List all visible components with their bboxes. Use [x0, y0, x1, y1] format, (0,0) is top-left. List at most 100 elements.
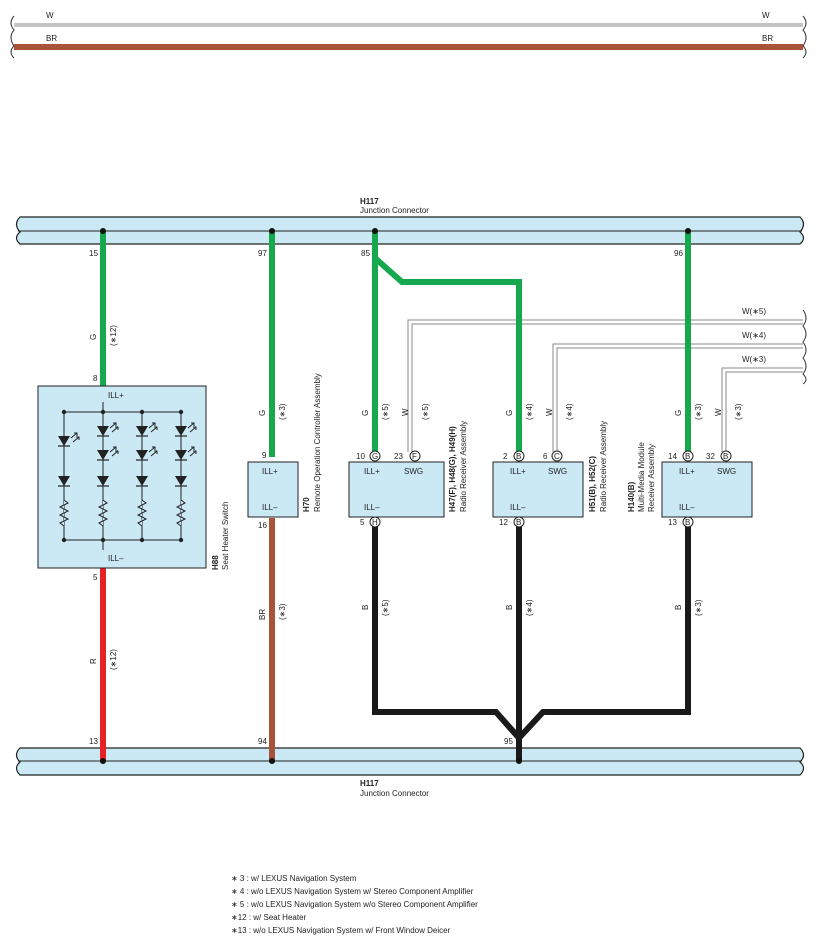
led-col-1-led-arrow-a: [70, 432, 78, 439]
radio-fgh-name: Radio Receiver Assembly: [459, 421, 468, 512]
led-col-4-led-2-arrow-b: [189, 450, 197, 457]
remote-ill-plus: ILL+: [262, 467, 278, 476]
seat-heater-name: Seat Heater Switch: [221, 502, 230, 570]
remote-name: Remote Operation Controller Assembly: [313, 373, 322, 512]
note-4: ∗ 4 : w/o LEXUS Navigation System w/ Ste…: [231, 887, 474, 896]
seat-heater-ill-plus: ILL+: [108, 391, 124, 400]
multimedia-name-2: Receiver Assembly: [647, 444, 656, 512]
led-col-3-led-1-body: [136, 426, 148, 436]
jc-pin-94: 94: [258, 737, 267, 746]
led-col-1-led-arrow-b: [72, 436, 80, 443]
led-col-1-led-body: [58, 436, 70, 446]
wire-note-g-radio-fgh: (∗5): [381, 403, 390, 420]
wire-note-r-13: (∗12): [109, 649, 118, 670]
wire-labels: G (∗12) R (∗12) G (∗3) BR (∗3) G (∗5) W …: [89, 325, 743, 670]
led-col-4-led-2-arrow-a: [187, 446, 195, 453]
led-col-2-led-2-arrow-a: [109, 446, 117, 453]
seat-heater-switch: 8 ILL+ ILL– 5 H88 Seat Heater Switch: [37, 374, 230, 582]
top-white-wire-label-right: W: [762, 11, 770, 20]
junction-top-id: H117: [360, 197, 379, 206]
remote-pin-9: 9: [262, 451, 267, 460]
radio-fgh-pin-23: 23: [394, 452, 403, 461]
wire-label-w-radio-bc: W: [545, 408, 554, 416]
wire-note-w-multimedia: (∗3): [734, 403, 743, 420]
remote-id: H70: [302, 497, 311, 512]
led-col-2-diode-body: [97, 476, 109, 486]
radio-receiver-fgh: 10 G 23 F ILL+ SWG ILL– 5 H H47(F), H48(…: [348, 421, 468, 528]
jc-pin-85: 85: [361, 249, 370, 258]
led-col-3-led-1-arrow-a: [148, 422, 156, 429]
radio-fgh-conn-h: H: [372, 518, 378, 527]
footnotes: ∗ 3 : w/ LEXUS Navigation System ∗ 4 : w…: [231, 874, 478, 935]
wire-note-g-radio-bc: (∗4): [525, 403, 534, 420]
led-col-4-diode-body: [175, 476, 187, 486]
wire-note-b-radio-bc: (∗4): [525, 599, 534, 616]
remote-ill-minus: ILL–: [262, 503, 278, 512]
radio-bc-pin-2: 2: [503, 452, 508, 461]
wire-note-w-radio-bc: (∗4): [565, 403, 574, 420]
note-5: ∗ 5 : w/o LEXUS Navigation System w/o St…: [231, 900, 478, 909]
radio-fgh-pin-10: 10: [356, 452, 365, 461]
led-col-3-led-2-body: [136, 450, 148, 460]
note-3: ∗ 3 : w/ LEXUS Navigation System: [231, 874, 357, 883]
radio-bc-conn-b2: B: [516, 518, 521, 527]
wire-note-b-multimedia: (∗3): [694, 599, 703, 616]
note-13: ∗13 : w/o LEXUS Navigation System w/ Fro…: [231, 926, 451, 935]
junction-bottom-name: Junction Connector: [360, 789, 429, 798]
radio-bc-swg: SWG: [548, 467, 567, 476]
seat-heater-pin-8: 8: [93, 374, 98, 383]
seat-heater-pin-5: 5: [93, 573, 98, 582]
wire-note-g-15: (∗12): [109, 325, 118, 346]
multimedia-pin-14: 14: [668, 452, 677, 461]
radio-bc-pin-12: 12: [499, 518, 508, 527]
multimedia-ill-minus: ILL–: [679, 503, 695, 512]
led-col-3-led-2-arrow-b: [150, 450, 158, 457]
wires: [100, 231, 691, 761]
led-col-3-diode-body: [136, 476, 148, 486]
top-wire-bundle: W W BR BR: [10, 11, 807, 59]
remote-operation-controller: 9 ILL+ ILL– 16 H70 Remote Operation Cont…: [247, 373, 322, 530]
seat-heater-led-circuit: [58, 409, 197, 543]
led-col-3-led-2-arrow-a: [148, 446, 156, 453]
led-col-4-resistor: [175, 499, 187, 527]
radio-fgh-id: H47(F), H48(G), H49(H): [448, 426, 457, 512]
led-col-4-led-1-body: [175, 426, 187, 436]
led-col-2-resistor: [97, 499, 109, 527]
multimedia-conn-b1: B: [685, 452, 690, 461]
wire-label-g-radio-bc: G: [505, 410, 514, 416]
seat-heater-id: H88: [211, 555, 220, 570]
radio-bc-id: H51(B), H52(C): [588, 456, 597, 512]
radio-fgh-ill-plus: ILL+: [364, 467, 380, 476]
radio-fgh-conn-g: G: [372, 452, 378, 461]
jc-pin-15: 15: [89, 249, 98, 258]
wire-label-g-multimedia: G: [674, 410, 683, 416]
radio-fgh-swg: SWG: [404, 467, 423, 476]
jc-pin-96: 96: [674, 249, 683, 258]
radio-bc-ill-plus: ILL+: [510, 467, 526, 476]
multimedia-ill-plus: ILL+: [679, 467, 695, 476]
radio-bc-pin-6: 6: [543, 452, 548, 461]
note-12: ∗12 : w/ Seat Heater: [231, 913, 307, 922]
wire-label-g-15: G: [89, 334, 98, 340]
led-col-4-led-1-arrow-b: [189, 426, 197, 433]
junction-connector-top: H117 Junction Connector: [15, 197, 805, 245]
wire-note-br-94: (∗3): [278, 603, 287, 620]
side-wire-w5-label: W(∗5): [742, 307, 766, 316]
wire-label-b-multimedia: B: [674, 605, 683, 610]
seat-heater-ill-minus: ILL–: [108, 554, 124, 563]
wire-label-w-radio-fgh: W: [401, 408, 410, 416]
radio-bc-conn-c: C: [554, 452, 560, 461]
top-brown-wire-label-right: BR: [762, 34, 773, 43]
junction-connector-bottom: H117 Junction Connector: [15, 747, 805, 798]
wire-label-r-13: R: [89, 658, 98, 664]
wire-label-b-radio-bc: B: [505, 605, 514, 610]
led-col-3-led-1-arrow-b: [150, 426, 158, 433]
junction-dots: [100, 228, 691, 764]
radio-fgh-ill-minus: ILL–: [364, 503, 380, 512]
multimedia-swg: SWG: [717, 467, 736, 476]
led-col-4-led-2-body: [175, 450, 187, 460]
multimedia-conn-b3: B: [685, 518, 690, 527]
side-wire-w3-label: W(∗3): [742, 355, 766, 364]
radio-fgh-pin-5: 5: [360, 518, 365, 527]
led-col-2-led-2-body: [97, 450, 109, 460]
